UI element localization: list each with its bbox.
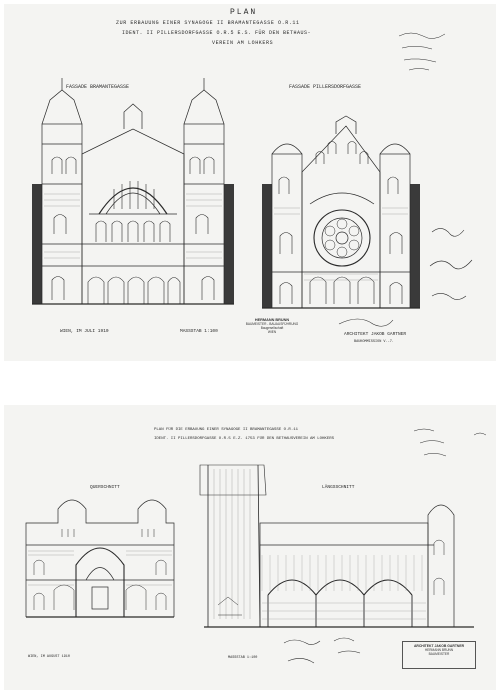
plan-title: PLAN (230, 8, 258, 17)
section-date: WIEN, IM AUGUST 1910 (28, 655, 71, 659)
stamp-line: BAUMEISTER - BAUAUSFÜHRUNG (245, 322, 299, 326)
plan-scale: MASSSTAB 1:100 (180, 329, 218, 334)
drawing-sheet-sections: PLAN FÜR DIE ERBAUUNG EINER SYNAGOGE II … (4, 405, 496, 690)
stamp-line: HERMANN BRUNN (254, 318, 290, 322)
section-label-right: LÄNGSSCHNITT (322, 485, 355, 490)
plan-subtitle-line-1: ZUR ERBAUUNG EINER SYNAGOGE II BRAMANTEG… (116, 20, 300, 26)
architect-stamp: ARCHITEKT JAKOB GARTNER HERMANN BRUNN BA… (402, 641, 476, 669)
facade-drawings (32, 32, 473, 327)
architect-name: ARCHITEKT JAKOB GARTNER (344, 332, 407, 337)
builder-stamp: HERMANN BRUNN BAUMEISTER - BAUAUSFÜHRUNG… (240, 318, 304, 348)
plan-subtitle-line-2: IDENT. II PILLERSDORFGASSE O.R.5 E.S. FÜ… (122, 30, 312, 36)
drawing-sheet-facades: PLAN ZUR ERBAUUNG EINER SYNAGOGE II BRAM… (4, 4, 496, 361)
facade-label-left: FASSADE BRAMANTEGASSE (66, 84, 130, 90)
plan-subtitle-line-3: VEREIN AM LOHKERS (212, 40, 274, 46)
stamp-line: WIEN (267, 330, 277, 334)
section-plan-title-2: IDENT. II PILLERSDORFGASSE O.R.5 E.Z. 17… (154, 437, 335, 441)
stamp-line: HERMANN BRUNN (424, 648, 454, 652)
architect-address: BAUKOMMISSION V.-7. (354, 340, 394, 344)
stamp-line: ARCHITEKT JAKOB GARTNER (413, 644, 465, 648)
stamp-line: BAUMEISTER (428, 652, 450, 656)
plan-date: WIEN, IM JULI 1910 (60, 329, 109, 334)
section-drawings (25, 428, 487, 664)
facade-label-right: FASSADE PILLERSDORFGASSE (289, 84, 362, 90)
section-plan-title-1: PLAN FÜR DIE ERBAUUNG EINER SYNAGOGE II … (154, 428, 299, 432)
section-label-left: QUERSCHNITT (90, 485, 120, 490)
stamp-line: Baugesellschaft (260, 326, 284, 330)
section-scale: MASSSTAB 1:100 (228, 656, 258, 660)
